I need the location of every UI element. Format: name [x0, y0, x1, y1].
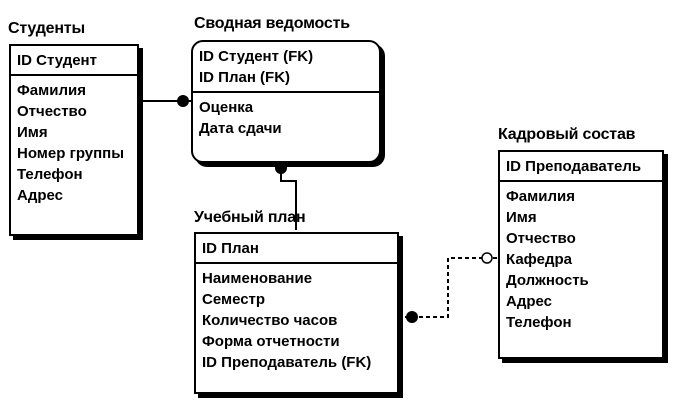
entity-title-students: Студенты	[8, 20, 85, 37]
attr-surname: Фамилия	[17, 82, 86, 99]
attr-name: Имя	[17, 124, 48, 141]
key-id-student: ID Студент	[17, 52, 97, 69]
entity-summary-keys: ID Студент (FK) ID План (FK)	[193, 42, 379, 93]
attr-position: Должность	[506, 272, 589, 289]
entity-students-attributes: Фамилия Отчество Имя Номер группы Телефо…	[11, 76, 137, 209]
key-id-plan-fk: ID План (FK)	[199, 69, 291, 86]
entity-summary-attributes: Оценка Дата сдачи	[193, 93, 379, 142]
relationship-end-dot-summary	[177, 95, 189, 107]
attr-surname: Фамилия	[506, 188, 575, 205]
relationship-end-dot-plan	[406, 311, 418, 323]
key-id-plan: ID План	[202, 240, 259, 257]
attr-exam-date: Дата сдачи	[199, 120, 282, 137]
attr-report-form: Форма отчетности	[202, 333, 340, 350]
entity-title-staff: Кадровый состав	[498, 126, 636, 143]
entity-plan-keys: ID План	[196, 234, 397, 264]
entity-summary[interactable]: ID Студент (FK) ID План (FK) Оценка Дата…	[191, 40, 381, 163]
attr-title: Наименование	[202, 270, 313, 287]
attr-department: Кафедра	[506, 251, 572, 268]
entity-students[interactable]: ID Студент Фамилия Отчество Имя Номер гр…	[9, 44, 139, 236]
attr-id-teacher-fk: ID Преподаватель (FK)	[202, 354, 372, 371]
entity-students-keys: ID Студент	[11, 46, 137, 76]
key-id-student-fk: ID Студент (FK)	[199, 48, 314, 65]
attr-address: Адрес	[17, 187, 64, 204]
attr-phone: Телефон	[17, 166, 83, 183]
attr-patronymic: Отчество	[17, 103, 87, 120]
entity-staff-attributes: Фамилия Имя Отчество Кафедра Должность А…	[500, 182, 662, 336]
entity-plan[interactable]: ID План Наименование Семестр Количество …	[194, 232, 399, 394]
attr-group-number: Номер группы	[17, 145, 125, 162]
relationship-staff-plan	[398, 257, 497, 318]
relationship-end-dot-plan-summary	[275, 162, 287, 174]
entity-staff[interactable]: ID Преподаватель Фамилия Имя Отчество Ка…	[498, 150, 664, 359]
attr-semester: Семестр	[202, 291, 266, 308]
entity-title-summary: Сводная ведомость	[194, 15, 350, 32]
entity-title-plan: Учебный план	[194, 209, 306, 226]
attr-patronymic: Отчество	[506, 230, 576, 247]
attr-grade: Оценка	[199, 99, 254, 116]
attr-address: Адрес	[506, 293, 553, 310]
attr-phone: Телефон	[506, 314, 572, 331]
attr-hours: Количество часов	[202, 312, 338, 329]
entity-plan-attributes: Наименование Семестр Количество часов Фо…	[196, 264, 397, 376]
entity-staff-keys: ID Преподаватель	[500, 152, 662, 182]
attr-name: Имя	[506, 209, 537, 226]
relationship-end-circle-staff	[481, 252, 493, 264]
key-id-teacher: ID Преподаватель	[506, 158, 642, 175]
